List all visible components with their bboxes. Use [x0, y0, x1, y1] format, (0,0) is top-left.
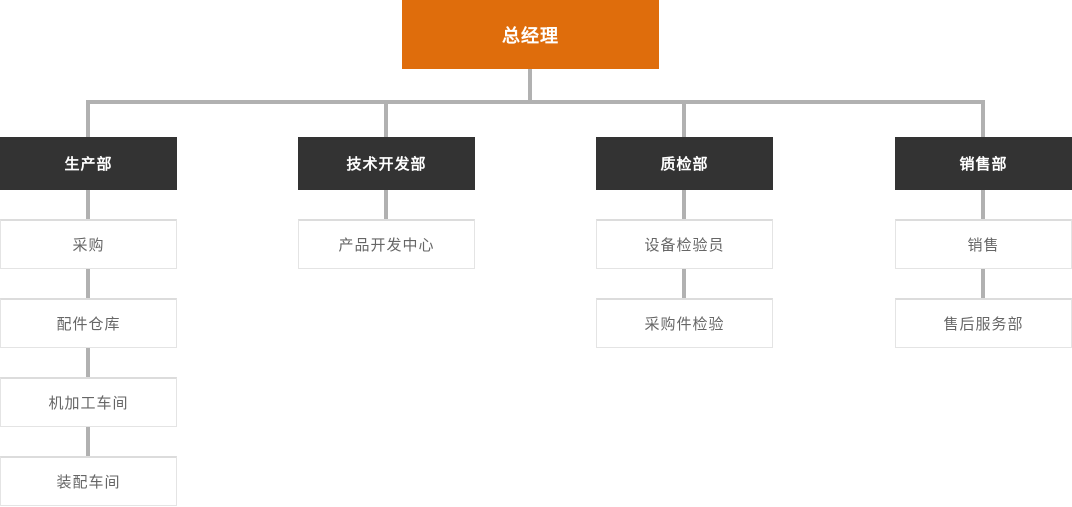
connector-drop-qa — [682, 100, 686, 137]
org-node-label: 总经理 — [502, 25, 559, 46]
org-node-after-sales-service[interactable]: 售后服务部 — [895, 298, 1072, 348]
connector-production-4 — [86, 427, 90, 458]
connector-qa-1 — [682, 190, 686, 221]
connector-sales-1 — [981, 190, 985, 221]
org-node-sales[interactable]: 销售 — [895, 219, 1072, 269]
org-node-assembly-workshop[interactable]: 装配车间 — [0, 456, 177, 506]
org-node-parts-warehouse[interactable]: 配件仓库 — [0, 298, 177, 348]
org-node-label: 设备检验员 — [644, 237, 725, 254]
org-node-label: 装配车间 — [56, 474, 121, 491]
connector-root-stem — [528, 69, 532, 104]
org-node-qa-dept[interactable]: 质检部 — [596, 137, 773, 190]
org-node-product-dev-center[interactable]: 产品开发中心 — [298, 219, 475, 269]
connector-drop-production — [86, 100, 90, 137]
org-node-label: 采购 — [72, 237, 105, 254]
org-node-label: 销售部 — [959, 156, 1008, 173]
org-node-label: 机加工车间 — [48, 395, 129, 412]
org-node-label: 生产部 — [64, 156, 113, 173]
org-node-machining-workshop[interactable]: 机加工车间 — [0, 377, 177, 427]
org-node-sales-dept[interactable]: 销售部 — [895, 137, 1072, 190]
connector-qa-2 — [682, 269, 686, 300]
connector-sales-2 — [981, 269, 985, 300]
connector-tech-dev-1 — [384, 190, 388, 221]
org-node-purchased-parts-inspection[interactable]: 采购件检验 — [596, 298, 773, 348]
org-node-production-dept[interactable]: 生产部 — [0, 137, 177, 190]
connector-production-3 — [86, 348, 90, 379]
connector-drop-sales — [981, 100, 985, 137]
connector-horizontal-rail — [86, 100, 985, 104]
org-node-label: 配件仓库 — [56, 316, 121, 333]
org-node-label: 销售 — [967, 237, 1000, 254]
org-node-label: 采购件检验 — [644, 316, 725, 333]
connector-production-2 — [86, 269, 90, 300]
org-node-label: 售后服务部 — [943, 316, 1024, 333]
org-node-label: 技术开发部 — [346, 156, 427, 173]
org-node-equipment-inspector[interactable]: 设备检验员 — [596, 219, 773, 269]
connector-drop-tech-dev — [384, 100, 388, 137]
org-node-general-manager[interactable]: 总经理 — [402, 0, 659, 69]
org-node-tech-dev-dept[interactable]: 技术开发部 — [298, 137, 475, 190]
org-node-label: 质检部 — [660, 156, 709, 173]
org-node-label: 产品开发中心 — [338, 237, 435, 254]
org-node-procurement[interactable]: 采购 — [0, 219, 177, 269]
connector-production-1 — [86, 190, 90, 221]
